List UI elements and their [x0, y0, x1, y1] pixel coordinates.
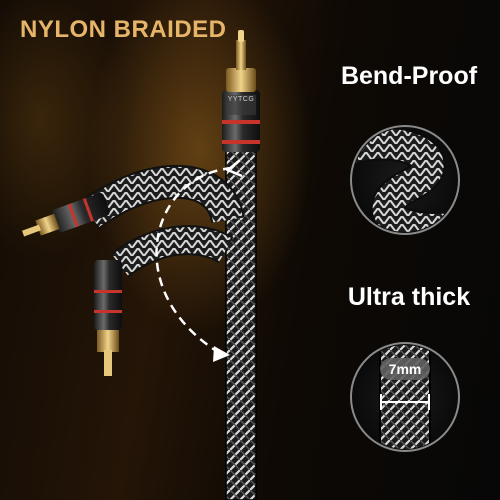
bent-cable [22, 164, 245, 376]
thickness-badge-label: 7mm [388, 361, 422, 377]
feature-bend-proof-label: Bend-Proof [340, 62, 478, 90]
bend-arrow [155, 159, 243, 362]
headline: NYLON BRAIDED [20, 16, 227, 43]
feature-ultra-thick-label: Ultra thick [347, 283, 471, 311]
connector-brand-mark: YYTCG [227, 96, 255, 103]
bend-proof-closeup [350, 125, 460, 235]
thickness-closeup [350, 342, 460, 452]
